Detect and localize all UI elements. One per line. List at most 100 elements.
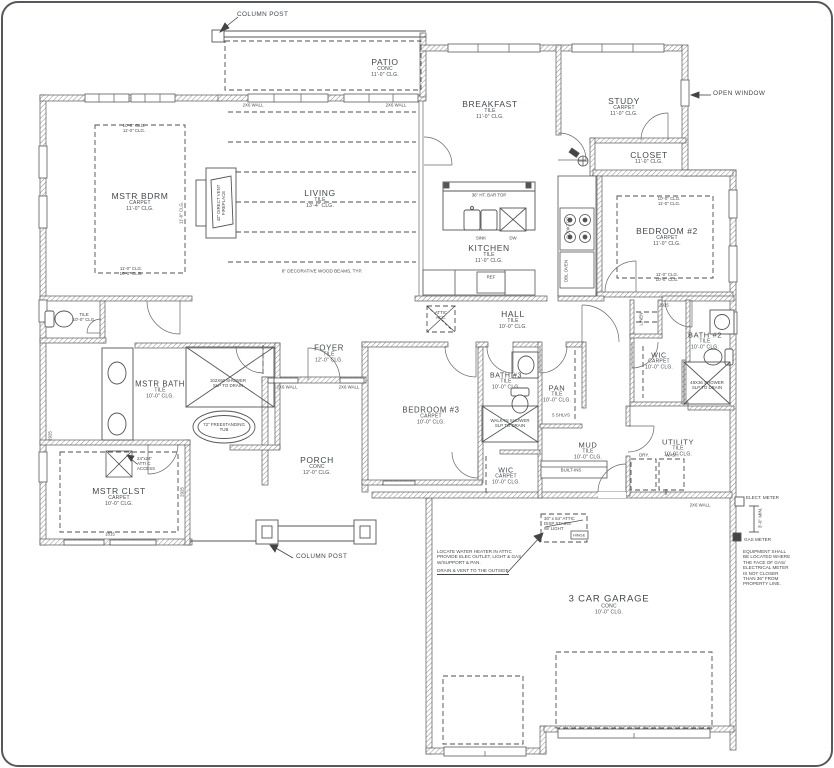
attic-line: ACCESS [137, 466, 156, 472]
room-ceiling: 10'-0" CLG. [595, 609, 623, 616]
room-label-foyer: FOYER TILE 12'-0" CLG. [314, 344, 344, 365]
note-line: PROVIDE ELEC OUTLET, LIGHT & GAS [437, 554, 522, 560]
room-finish: TILE [507, 318, 519, 325]
tray-note-bed2-top: 10'-0" CLG. 11'-0" CLG. [658, 196, 681, 206]
room-finish: CARPET [495, 473, 517, 480]
room-ceiling: 11'-0" CLG. [653, 241, 681, 247]
room-label-mud: MUD TILE 10'-0" CLG. [574, 441, 602, 462]
room-label-mstr-clst: MSTR CLST CARPET 10'-0" CLG. [92, 486, 146, 508]
attic-acc-label: ATTIC ACC. [435, 310, 447, 320]
note-line: THAN 36" FROM [743, 576, 779, 582]
room-finish: TILE [582, 448, 594, 455]
room-label-pan: PAN TILE 10'-0" CLG. [543, 384, 571, 405]
room-ceiling: 13'-4" CLG. [305, 203, 334, 209]
floor-drain-icon [663, 489, 669, 495]
tray-line: 11'-0" CLG. [122, 128, 146, 133]
cooktop-label: COOKTOP [565, 217, 571, 239]
living-kitchen-divider [418, 101, 424, 296]
room-label-closet: CLOSET 11'-0" CLG. [630, 150, 668, 166]
room-ceiling: 10'-0" CLG. [492, 384, 520, 391]
room-ceiling: 11'-0" CLG. [371, 72, 399, 78]
tray-line: 11'-0" CLG. [655, 271, 679, 277]
tray-line: 10'-0" CLG. [655, 277, 679, 282]
room-ceiling: 10'-0" CLG. [645, 364, 673, 371]
built-ins-icon [540, 460, 608, 479]
room-label-patio: PATIO CONC 11'-0" CLG. [371, 57, 399, 79]
sink-label: SINK [475, 235, 487, 241]
room-label-mstr-toilet: TILE 10'-0" CLG. [73, 312, 96, 322]
pan-shelves-label: 5 SHLVS [552, 412, 570, 418]
attic-stairs-icon [544, 519, 589, 540]
tray-line: 10'-0" CLG. [657, 195, 681, 201]
attic-line: ATTIC [434, 309, 448, 315]
note-line: ELECTRICAL METER [743, 565, 789, 571]
dbl-oven-label: DBL OVEN [563, 259, 569, 283]
attic-line: 24"x24" [137, 456, 153, 461]
doors [86, 112, 693, 493]
room-name: BEDROOM #3 [402, 405, 460, 415]
room-finish: TILE [551, 391, 563, 398]
room-finish: CONC [377, 66, 393, 73]
tray-note-mstr-top: 10'-0" CLG. 11'-0" CLG. [123, 123, 146, 133]
room-name: BATH #2 [687, 330, 723, 340]
elect-meter-label: ELECT. METER [746, 495, 779, 500]
room-name: BEDROOM #2 [636, 226, 698, 237]
tray-line: 11'-0" CLG. [657, 201, 681, 206]
tray-line: 10'-0" CLG. [119, 271, 143, 276]
tub-label: 72" FREESTANDING TUB [203, 422, 245, 432]
attic-access-label: 24"x24" ATTI C ACCESS [137, 456, 155, 471]
room-finish: CONC [601, 603, 617, 610]
dim-label: 2925 [47, 431, 53, 441]
room-finish: TILE [154, 387, 166, 394]
shower-line: 48X36 SHOWER [690, 379, 724, 385]
room-ceiling: 10'-0" CLG. [664, 451, 692, 458]
room-label-bedroom2: BEDROOM #2 CARPET 11'-0" CLG. [636, 226, 698, 248]
room-finish: TILE [483, 252, 495, 259]
room-name: LIVING [304, 188, 336, 199]
room-finish: TILE [500, 378, 512, 385]
tray-note-mstr-bottom: 11'-0" CLG. 10'-0" CLG. [120, 266, 143, 276]
stairs-line: 30" x 54" ATTIC [544, 516, 575, 521]
shower-line: WALK-IN SHOWER [490, 417, 530, 423]
shower-line: SLP TO DRAIN [691, 385, 723, 390]
room-name: CLOSET [630, 150, 668, 161]
dim-label: 1815 [105, 531, 115, 537]
room-ceiling: 11'-0" CLG. [126, 206, 154, 212]
room-label-kitchen: KITCHEN TILE 11'-0" CLG. [468, 243, 510, 265]
kitchen-counter-icon [422, 269, 536, 296]
attic-line: ATTI C [137, 461, 151, 467]
room-ceiling: 10'-0" CLG. [492, 479, 520, 486]
meter-min-dim: 3'-0" MIN. [757, 507, 763, 529]
wall-2x6-label: 2X6 WALL [276, 384, 298, 390]
room-name: MSTR BDRM [111, 191, 169, 202]
room-name: KITCHEN [468, 243, 510, 254]
room-ceiling: 11'-0" CLG. [610, 111, 638, 117]
room-name: HALL [501, 309, 525, 320]
room-name: MUD [578, 440, 598, 450]
ceiling-light-icon [568, 147, 589, 167]
note-line: EQUIPMENT SHALL [743, 549, 787, 554]
room-label-bath2: BATH #2 TILE 10'-0" CLG. [688, 331, 722, 352]
ref-label: REF [486, 274, 496, 280]
washer-label: WASH [665, 452, 679, 458]
room-label-bedroom3: BEDROOM #3 CARPET 10'-0" CLG. [402, 406, 459, 427]
fireplace-line: FIREPLACE [221, 190, 226, 216]
room-name: PAN [548, 383, 566, 393]
stairs-line: W/ LIGHT [544, 526, 564, 532]
room-name: MSTR BATH [135, 379, 185, 389]
note-line: W/SUPPORT & PAN. [437, 559, 481, 565]
tray-line: 11'-0" CLG. [119, 265, 143, 271]
room-label-study: STUDY CARPET 11'-0" CLG. [608, 96, 640, 118]
attic-stairs-label: 30" x 54" ATTIC DISP STAIRS W/ LIGHT [544, 516, 575, 531]
wall-2x6-label: 2X6 WALL [338, 384, 360, 390]
room-label-living: LIVING TILE 13'-4" CLG. [304, 188, 335, 210]
room-finish: TILE [323, 351, 335, 358]
tub-line: 72" FREESTANDING [203, 421, 245, 427]
tray-note-bed2-bottom: 11'-0" CLG. 10'-0" CLG. [656, 272, 679, 282]
bath3-shower-label: WALK-IN SHOWER SLP TO DRAIN [490, 418, 529, 428]
room-ceiling: 10'-0" CLG. [574, 454, 602, 461]
shower-line: SLP TO DRAIN [494, 423, 526, 428]
beams-note: 8" DECORATIVE WOOD BEAMS, TYP. [279, 268, 365, 274]
meters-icon [732, 496, 759, 542]
